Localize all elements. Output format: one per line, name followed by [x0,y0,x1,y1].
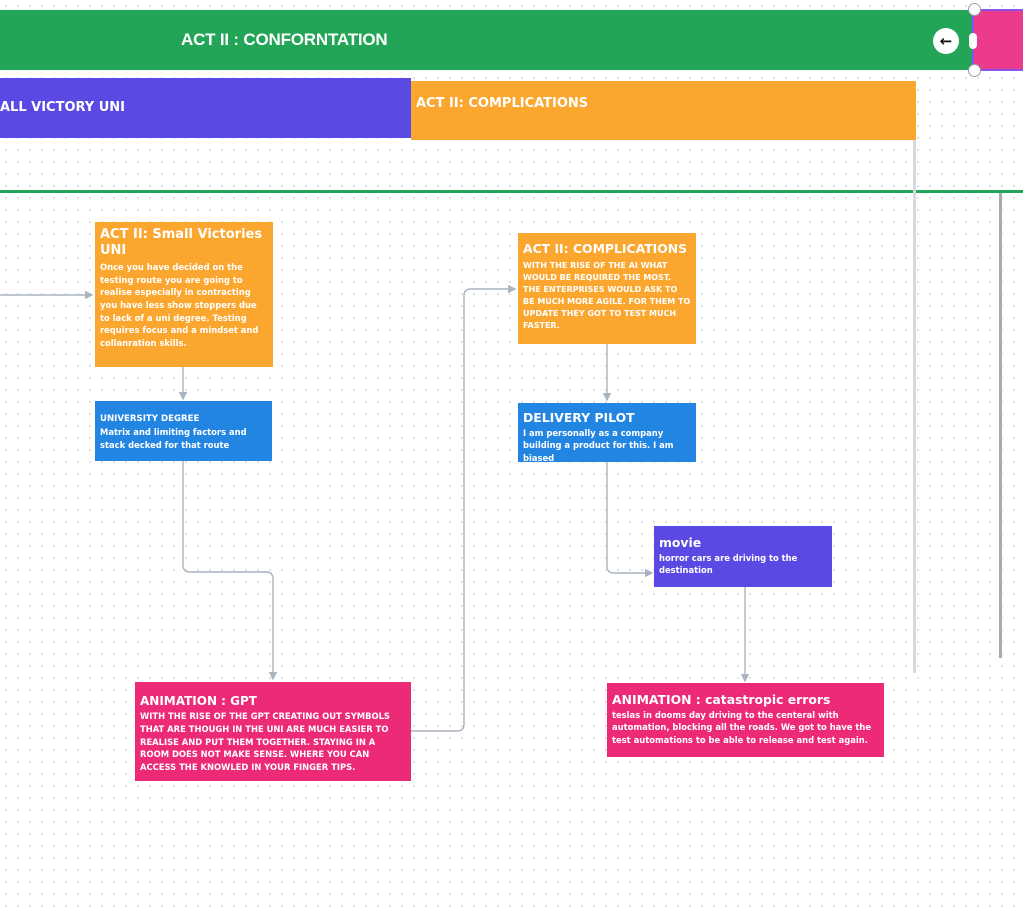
card-university-degree[interactable]: UNIVERSITY DEGREE Matrix and limiting fa… [95,401,272,461]
lane-divider [0,190,1023,193]
lane-header-small-victory-title: ALL VICTORY UNI [0,100,126,115]
act-banner[interactable]: ACT II : CONFORNTATION [0,10,1000,70]
lane-header-complications-title: ACT II: COMPLICATIONS [416,96,589,111]
act-banner-title: ACT II : CONFORNTATION [181,30,388,49]
collapse-button[interactable]: ← [933,28,959,54]
lane-border-right [913,140,916,673]
card-body: horror cars are driving to the destinati… [659,552,798,576]
card-body: WITH THE RISE OF THE GPT CREATING OUT SY… [140,711,390,772]
card-body: WITH THE RISE OF THE AI WHAT WOULD BE RE… [523,260,691,330]
card-movie[interactable]: movie horror cars are driving to the des… [654,526,832,587]
card-title: ACT II: Small Victories UNI [100,227,263,258]
card-body: teslas in dooms day driving to the cente… [612,709,872,746]
card-complications[interactable]: ACT II: COMPLICATIONS WITH THE RISE OF T… [518,233,696,344]
connector-degree-to-gpt [182,461,278,681]
card-title: movie [659,535,702,550]
card-body: Matrix and limiting factors and stack de… [100,426,247,450]
lane-header-small-victory[interactable]: ALL VICTORY UNI [0,78,411,138]
selected-pink-shape[interactable] [972,9,1023,71]
card-title: ACT II: COMPLICATIONS [523,241,688,256]
card-body: I am personally as a company building a … [523,427,674,462]
card-title: ANIMATION : GPT [140,694,257,708]
card-animation-gpt[interactable]: ANIMATION : GPT WITH THE RISE OF THE GPT… [135,682,411,781]
card-body: Once you have decided on the testing rou… [100,262,259,348]
connector-pilot-to-movie [606,462,654,578]
resize-handle-bottom[interactable] [968,64,981,77]
resize-side-handle[interactable] [969,33,977,49]
card-delivery-pilot[interactable]: DELIVERY PILOT I am personally as a comp… [518,403,696,462]
card-title: DELIVERY PILOT [523,410,635,425]
connector-gpt-to-complications [411,284,517,732]
card-small-victories[interactable]: ACT II: Small Victories UNI Once you hav… [95,222,273,367]
card-title: UNIVERSITY DEGREE [100,414,200,424]
lane-header-complications[interactable]: ACT II: COMPLICATIONS [411,81,916,140]
frame-border [999,193,1002,658]
card-title: ANIMATION : catastropic errors [612,692,831,707]
arrow-left-icon: ← [939,31,953,50]
card-animation-errors[interactable]: ANIMATION : catastropic errors teslas in… [607,683,884,757]
resize-handle-top[interactable] [968,3,981,16]
